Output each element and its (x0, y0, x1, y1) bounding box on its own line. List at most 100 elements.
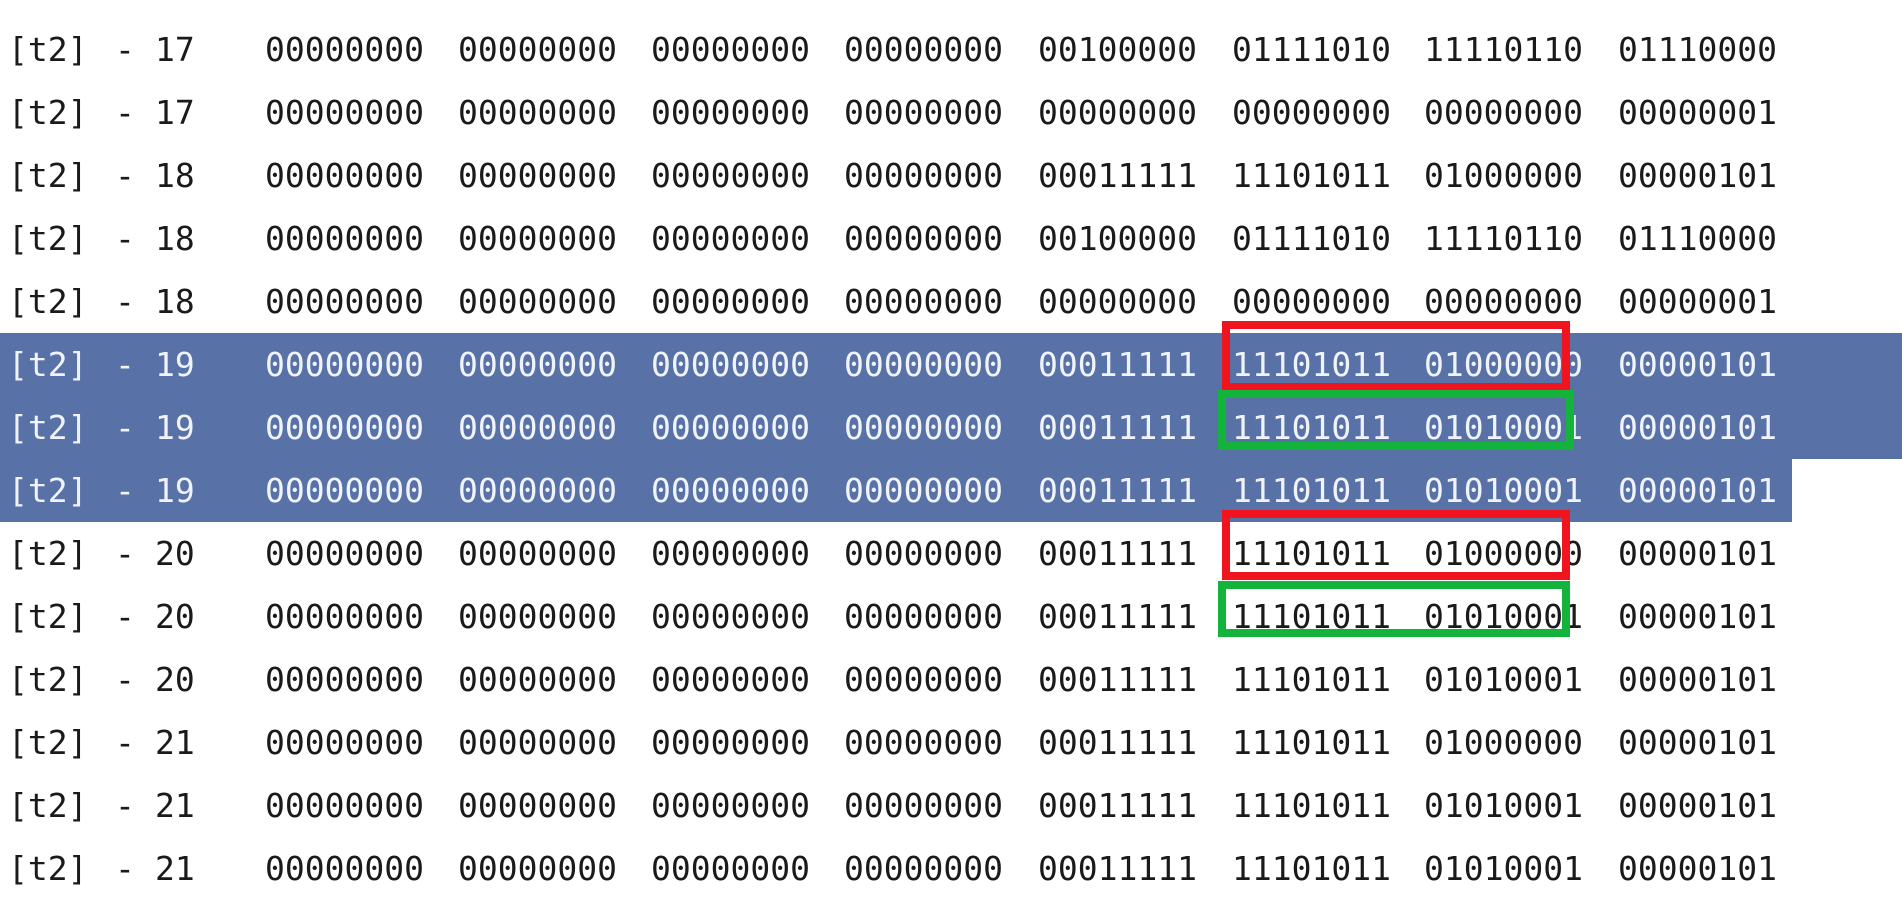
byte-value: 00000101 (1618, 408, 1777, 447)
byte-value: 01111010 (1232, 219, 1391, 258)
byte-value: 11101011 (1232, 156, 1391, 195)
byte-value: 00000000 (1424, 93, 1583, 132)
byte-value: 00000000 (458, 30, 617, 69)
thread-tag: [t2] (8, 219, 88, 258)
line-number: 18 (155, 282, 195, 321)
byte-value: 00000000 (651, 534, 810, 573)
thread-tag: [t2] (8, 471, 88, 510)
byte-value: 00000000 (265, 156, 424, 195)
byte-value: 00000000 (844, 660, 1003, 699)
line-number: 20 (155, 597, 195, 636)
byte-value: 00011111 (1038, 786, 1197, 825)
byte-value: 00011111 (1038, 723, 1197, 762)
byte-value: 00000000 (844, 282, 1003, 321)
byte-value: 00000000 (265, 534, 424, 573)
byte-value: 00000000 (844, 30, 1003, 69)
byte-value: 00000000 (651, 219, 810, 258)
byte-value: 11101011 (1232, 786, 1391, 825)
byte-value: 00000000 (458, 93, 617, 132)
byte-value: 00000000 (1038, 282, 1197, 321)
separator: - (115, 93, 135, 132)
separator: - (115, 408, 135, 447)
byte-value: 01111010 (1232, 30, 1391, 69)
byte-value: 11110110 (1424, 219, 1583, 258)
byte-value: 00000000 (844, 471, 1003, 510)
byte-value: 00011111 (1038, 597, 1197, 636)
byte-value: 00000101 (1618, 786, 1777, 825)
line-number: 18 (155, 156, 195, 195)
byte-value: 00000000 (265, 219, 424, 258)
separator: - (115, 219, 135, 258)
byte-value: 00000000 (651, 30, 810, 69)
byte-value: 00000101 (1618, 849, 1777, 888)
line-number: 19 (155, 471, 195, 510)
byte-value: 00000000 (844, 597, 1003, 636)
byte-value: 11101011 (1232, 723, 1391, 762)
line-number: 17 (155, 93, 195, 132)
byte-value: 00000101 (1618, 534, 1777, 573)
thread-tag: [t2] (8, 408, 88, 447)
byte-value: 00000000 (651, 408, 810, 447)
byte-value: 00000000 (651, 345, 810, 384)
byte-value: 00000001 (1618, 282, 1777, 321)
byte-value: 00000000 (458, 156, 617, 195)
line-number: 20 (155, 660, 195, 699)
byte-value: 00000101 (1618, 345, 1777, 384)
byte-value: 01110000 (1618, 30, 1777, 69)
byte-value: 00000000 (651, 597, 810, 636)
byte-value: 00011111 (1038, 849, 1197, 888)
byte-value: 00000101 (1618, 156, 1777, 195)
byte-value: 00000000 (265, 660, 424, 699)
separator: - (115, 30, 135, 69)
byte-value: 11101011 (1232, 534, 1391, 573)
byte-value: 00000000 (1038, 93, 1197, 132)
byte-value: 11101011 (1232, 408, 1391, 447)
byte-value: 11101011 (1232, 849, 1391, 888)
separator: - (115, 723, 135, 762)
byte-value: 00100000 (1038, 219, 1197, 258)
byte-value: 00011111 (1038, 408, 1197, 447)
byte-value: 00000101 (1618, 597, 1777, 636)
byte-value: 00100000 (1038, 30, 1197, 69)
byte-value: 00000000 (458, 408, 617, 447)
thread-tag: [t2] (8, 282, 88, 321)
byte-value: 00000000 (651, 849, 810, 888)
byte-value: 01010001 (1424, 660, 1583, 699)
byte-value: 00011111 (1038, 156, 1197, 195)
thread-tag: [t2] (8, 660, 88, 699)
byte-value: 00000000 (265, 471, 424, 510)
byte-value: 00011111 (1038, 345, 1197, 384)
line-number: 21 (155, 849, 195, 888)
byte-value: 00000000 (844, 345, 1003, 384)
byte-value: 00000000 (1232, 282, 1391, 321)
line-number: 21 (155, 786, 195, 825)
byte-value: 00000101 (1618, 723, 1777, 762)
byte-value: 00000000 (265, 93, 424, 132)
byte-value: 00011111 (1038, 471, 1197, 510)
byte-value: 00000000 (844, 723, 1003, 762)
byte-value: 00000000 (651, 282, 810, 321)
byte-value: 00000000 (651, 786, 810, 825)
byte-value: 00000000 (265, 282, 424, 321)
byte-value: 11110110 (1424, 30, 1583, 69)
byte-value: 01010001 (1424, 408, 1583, 447)
byte-value: 01010001 (1424, 471, 1583, 510)
line-number: 17 (155, 30, 195, 69)
byte-value: 00000000 (265, 408, 424, 447)
separator: - (115, 345, 135, 384)
